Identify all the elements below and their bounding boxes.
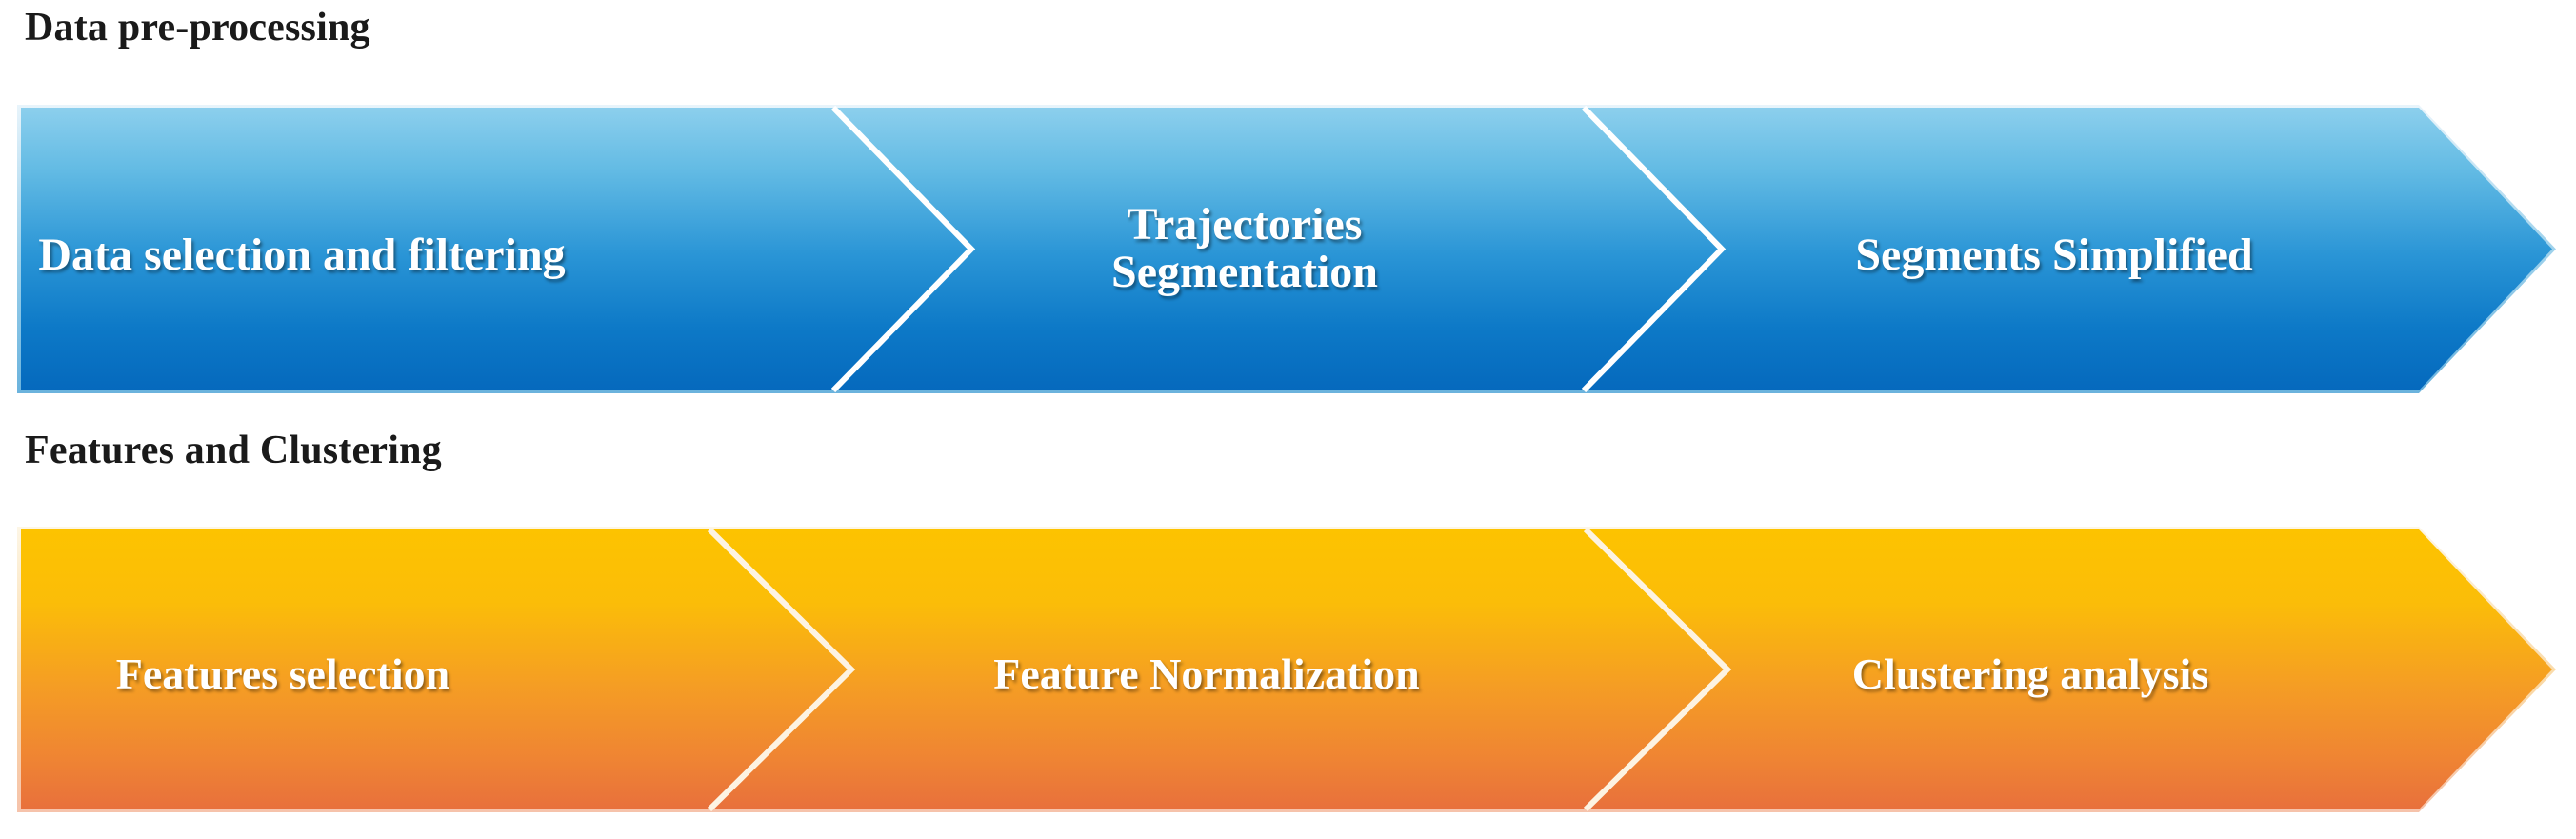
chevron-divider-orange-2 xyxy=(1583,527,1732,812)
section-title-features-and-clustering: Features and Clustering xyxy=(25,429,442,472)
band-orange-svg xyxy=(17,527,2556,812)
band-blue-svg xyxy=(17,105,2556,393)
chevron-divider-blue-2 xyxy=(1581,105,1727,393)
section-title-data-pre-processing: Data pre-processing xyxy=(25,6,370,50)
process-band-features-and-clustering: Features selection Feature Normalization… xyxy=(17,527,2556,812)
band-orange-body xyxy=(21,529,2552,809)
chevron-divider-orange-1 xyxy=(707,527,856,812)
process-band-data-pre-processing: Data selection and filtering Trajectorie… xyxy=(17,105,2556,393)
chevron-divider-blue-1 xyxy=(830,105,976,393)
band-blue-body xyxy=(21,108,2552,390)
